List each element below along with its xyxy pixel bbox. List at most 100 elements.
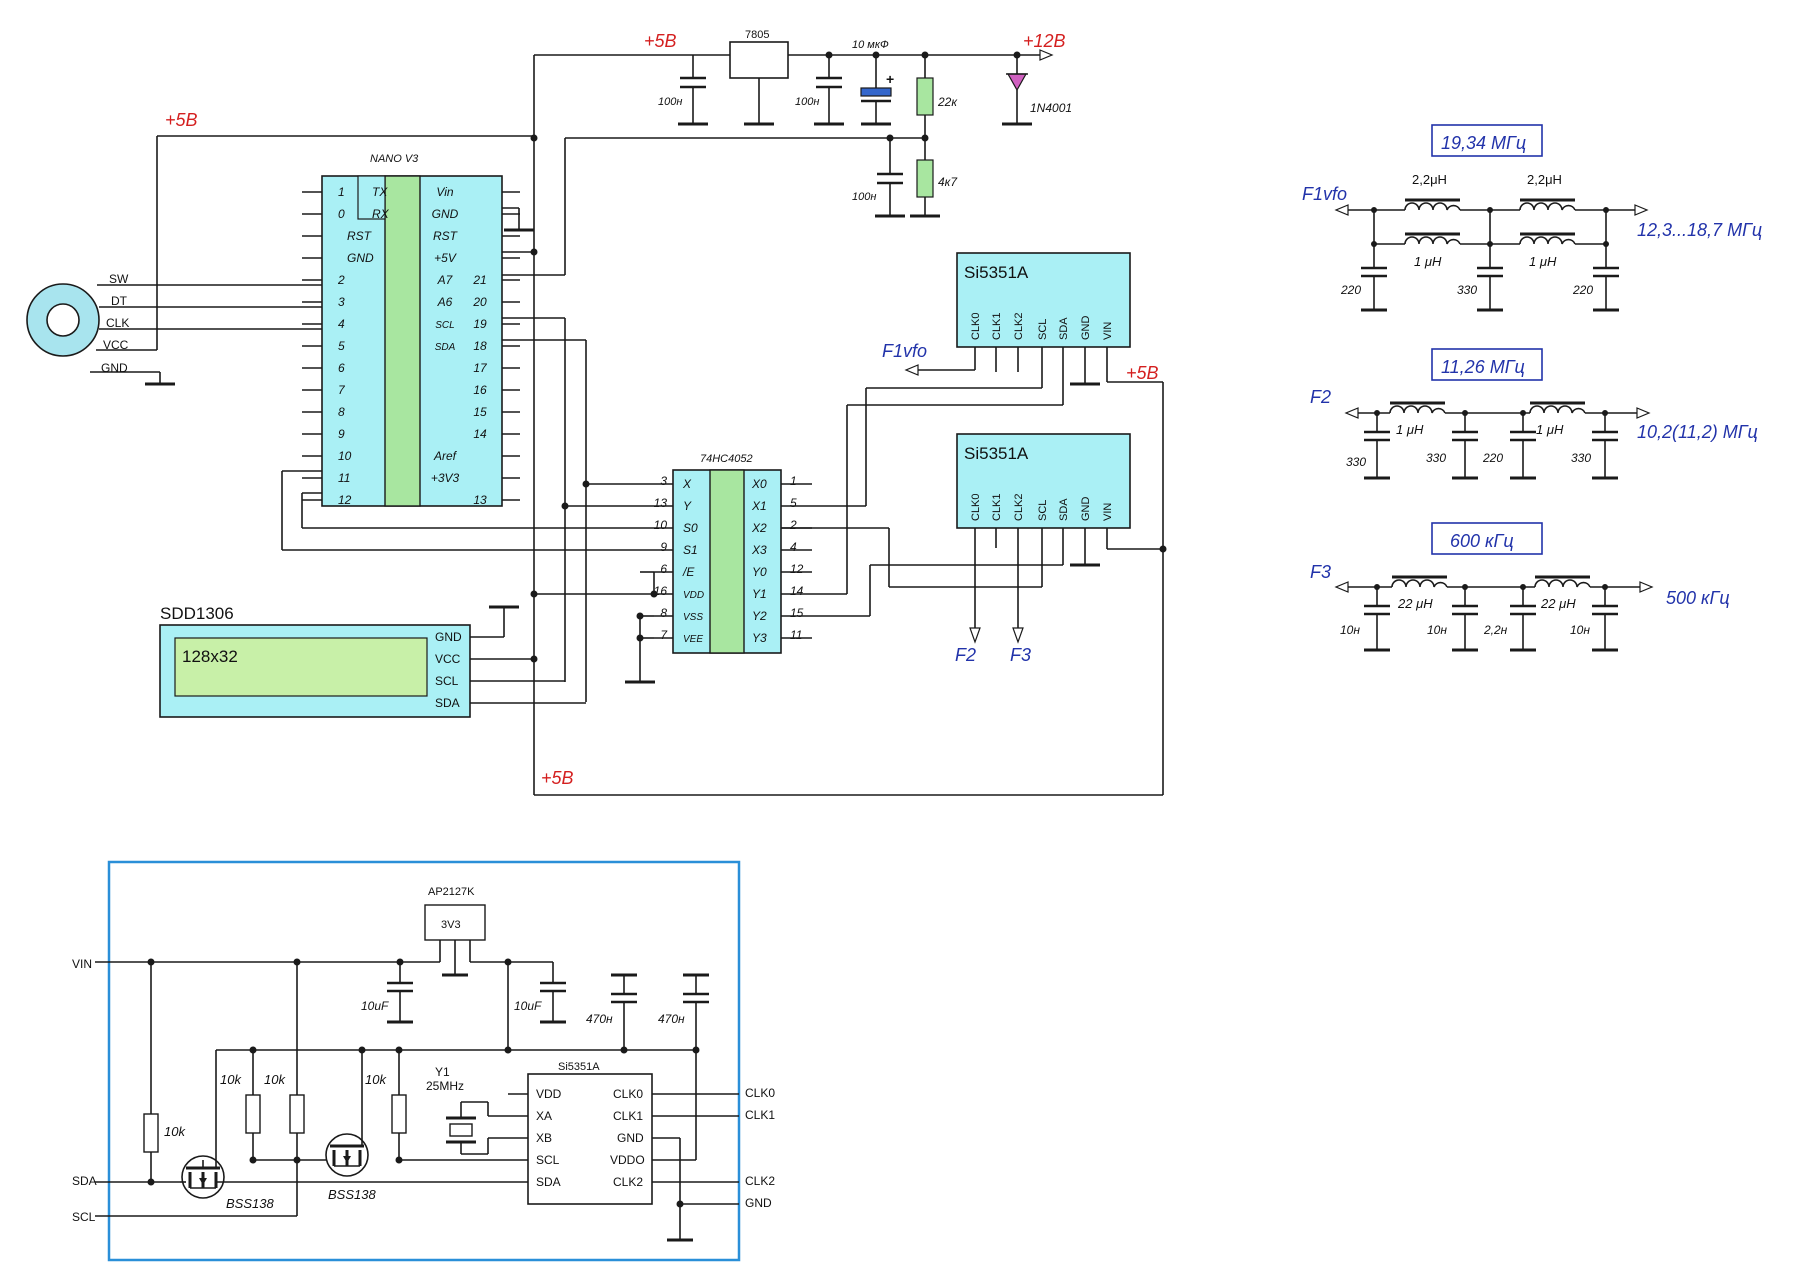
nano-left-pin-name: RST bbox=[347, 229, 373, 243]
r4k7-label: 4к7 bbox=[938, 175, 958, 189]
si-pin-label: CLK1 bbox=[991, 312, 1003, 340]
mux-left-pin-num: 13 bbox=[654, 496, 668, 510]
nano-left-pin-num: 12 bbox=[338, 493, 352, 507]
si2-title: Si5351A bbox=[964, 444, 1029, 463]
nano-left-pin-num: 2 bbox=[337, 273, 345, 287]
module-reg-label: AP2127K bbox=[428, 886, 475, 898]
nano-right-pin-name: Aref bbox=[433, 449, 458, 463]
r22k-label: 22к bbox=[937, 95, 958, 109]
filter3-c1: 10н bbox=[1340, 623, 1360, 637]
regulator-7805 bbox=[729, 41, 789, 79]
nano-right-pin-name: +5V bbox=[434, 251, 457, 265]
si-pin-label: VIN bbox=[1102, 503, 1114, 521]
diode-label: 1N4001 bbox=[1030, 101, 1072, 115]
chip-pin-scl: SCL bbox=[536, 1153, 560, 1167]
mux-left-pin-num: 10 bbox=[654, 518, 668, 532]
label-plus12: +12В bbox=[1023, 31, 1066, 51]
svg-text:+: + bbox=[886, 71, 894, 87]
mux-left-pin-num: 9 bbox=[660, 540, 667, 554]
mux-left-pin-name: X bbox=[682, 477, 692, 491]
module-r4: 10k bbox=[365, 1072, 387, 1087]
module-r1: 10k bbox=[164, 1124, 186, 1139]
filter-2: 11,26 МГц F2 10,2(11,2) МГц 1 μH 1 μH 33… bbox=[1310, 348, 1758, 480]
mux-right-pin-num: 15 bbox=[790, 606, 804, 620]
power-supply: +5В +12В +5В +5В +5В 7805 10 мкФ + 100н … bbox=[165, 29, 1163, 796]
label-plus5-bottom: +5В bbox=[541, 768, 574, 788]
mux-left-pin-name: /E bbox=[682, 565, 695, 579]
oled-screen-label: 128x32 bbox=[182, 647, 238, 666]
oled-display: SDD1306 128x32 GND VCC SCL SDA bbox=[159, 604, 586, 718]
filter3-c4: 10н bbox=[1570, 623, 1590, 637]
nano-left-pin-num: 7 bbox=[338, 383, 346, 397]
filter3-l1: 22 μH bbox=[1397, 596, 1433, 611]
module-c2: 10uF bbox=[514, 999, 542, 1013]
nano-right-pin-num: 17 bbox=[473, 361, 488, 375]
chip-pin-vdd: VDD bbox=[536, 1087, 562, 1101]
ext-sda: SDA bbox=[72, 1174, 97, 1188]
f2-out-label: F2 bbox=[955, 645, 976, 665]
ext-vin: VIN bbox=[72, 957, 92, 971]
nano-left-pin-num: 11 bbox=[338, 471, 350, 485]
chip-pin-clk1: CLK1 bbox=[613, 1109, 643, 1123]
nano-right-pin-num: 20 bbox=[472, 295, 487, 309]
si-pin-label: CLK0 bbox=[970, 493, 982, 521]
nano-left-pin-num: 5 bbox=[338, 339, 345, 353]
nano-right-pin-num: 15 bbox=[473, 405, 487, 419]
chip-pin-clk0: CLK0 bbox=[613, 1087, 643, 1101]
mux-title: 74HC4052 bbox=[700, 453, 753, 465]
filter-1: 19,34 МГц F1vfo 12,3...18,7 МГц bbox=[1302, 124, 1762, 312]
nano-right-pin-name: SDA bbox=[435, 342, 456, 353]
module-xtal: Y1 bbox=[435, 1065, 450, 1079]
mux-right-pin-num: 14 bbox=[790, 584, 804, 598]
module-q1: BSS138 bbox=[226, 1196, 274, 1211]
label-plus5-left: +5В bbox=[165, 110, 198, 130]
module-c3: 470н bbox=[586, 1012, 613, 1026]
mux-left-pin-name: Y bbox=[683, 499, 692, 513]
filter2-c1: 330 bbox=[1346, 455, 1366, 469]
mux-right-pin-num: 1 bbox=[790, 474, 797, 488]
oled-pin-gnd: GND bbox=[435, 630, 462, 644]
cap-100n-a-label: 100н bbox=[658, 96, 682, 108]
mux-right-pin-num: 12 bbox=[790, 562, 804, 576]
chip-pin-xb: XB bbox=[536, 1131, 552, 1145]
module-reg-box: 3V3 bbox=[441, 919, 461, 931]
filter3-l2: 22 μH bbox=[1540, 596, 1576, 611]
filter1-l1: 2,2μH bbox=[1412, 172, 1447, 187]
si5351-module: VIN SDA SCL CLK0 CLK1 CLK2 GND AP2127K 3… bbox=[72, 860, 775, 1262]
si-pin-label: CLK2 bbox=[1013, 493, 1025, 521]
mux-left-pin-num: 7 bbox=[660, 628, 668, 642]
nano-left-pin-num: 9 bbox=[338, 427, 345, 441]
filter2-out: 10,2(11,2) МГц bbox=[1637, 422, 1758, 442]
module-xtal-f: 25MHz bbox=[426, 1079, 464, 1093]
filter1-l4: 1 μH bbox=[1529, 254, 1557, 269]
encoder-pin-gnd: GND bbox=[101, 361, 128, 375]
cap-100n-c-label: 100н bbox=[852, 191, 876, 203]
si-pin-label: SDA bbox=[1058, 317, 1070, 340]
si-pin-label: SCL bbox=[1037, 500, 1049, 521]
filter3-c2: 10н bbox=[1427, 623, 1447, 637]
mux-right-pin-name: Y0 bbox=[752, 565, 767, 579]
mux-right-pin-num: 4 bbox=[790, 540, 797, 554]
oled-title: SDD1306 bbox=[160, 604, 234, 623]
chip-pin-clk2: CLK2 bbox=[613, 1175, 643, 1189]
si-pin-label: CLK1 bbox=[991, 493, 1003, 521]
mux-left-pin-name: S0 bbox=[683, 521, 698, 535]
oled-pin-sda: SDA bbox=[435, 696, 460, 710]
chip-pin-xa: XA bbox=[536, 1109, 552, 1123]
module-q2: BSS138 bbox=[328, 1187, 376, 1202]
oled-pin-vcc: VCC bbox=[435, 652, 461, 666]
filter1-freq: 19,34 МГц bbox=[1441, 133, 1526, 153]
si-pin-label: GND bbox=[1080, 316, 1092, 341]
si-pin-label: CLK0 bbox=[970, 312, 982, 340]
ext-gnd: GND bbox=[745, 1196, 772, 1210]
mux-left-pin-name: S1 bbox=[683, 543, 698, 557]
filter2-freq: 11,26 МГц bbox=[1441, 357, 1525, 377]
mux-right-pin-name: X3 bbox=[751, 543, 767, 557]
module-c1: 10uF bbox=[361, 999, 389, 1013]
ext-scl: SCL bbox=[72, 1210, 96, 1224]
encoder-pin-clk: CLK bbox=[106, 316, 129, 330]
filter3-c3: 2,2н bbox=[1483, 623, 1508, 637]
